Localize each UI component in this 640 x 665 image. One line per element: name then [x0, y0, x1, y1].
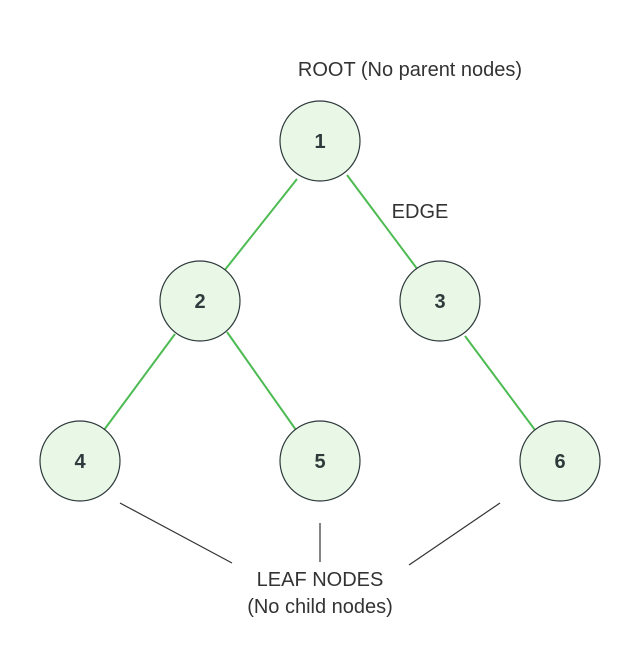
node-1-circle	[279, 100, 361, 182]
edge-1-2	[223, 178, 298, 272]
node-1-label: 1	[314, 131, 325, 153]
node-4-circle	[39, 420, 121, 502]
root-annotation: ROOT (No parent nodes)	[298, 59, 522, 81]
edge-1-3	[346, 174, 419, 271]
node-1: 1	[279, 100, 361, 182]
node-6-circle	[519, 420, 601, 502]
leaf-annotation-line2: (No child nodes)	[247, 596, 393, 618]
node-6: 6	[519, 420, 601, 502]
node-2-circle	[159, 260, 241, 342]
node-4-label: 4	[74, 451, 86, 473]
node-3-circle	[399, 260, 481, 342]
edge-annotation: EDGE	[392, 201, 449, 223]
edge-2-5	[226, 331, 297, 431]
leaf-pointer-left	[119, 502, 233, 564]
node-6-label: 6	[554, 451, 565, 473]
node-5: 5	[279, 420, 361, 502]
node-2: 2	[159, 260, 241, 342]
node-4: 4	[39, 420, 121, 502]
node-2-label: 2	[194, 291, 205, 313]
node-3: 3	[399, 260, 481, 342]
leaf-annotation-line1: LEAF NODES	[257, 569, 384, 591]
edge-3-6	[464, 335, 536, 431]
node-3-label: 3	[434, 291, 445, 313]
node-5-circle	[279, 420, 361, 502]
edge-2-4	[103, 333, 176, 431]
leaf-pointer-right	[408, 502, 501, 566]
node-5-label: 5	[314, 451, 325, 473]
